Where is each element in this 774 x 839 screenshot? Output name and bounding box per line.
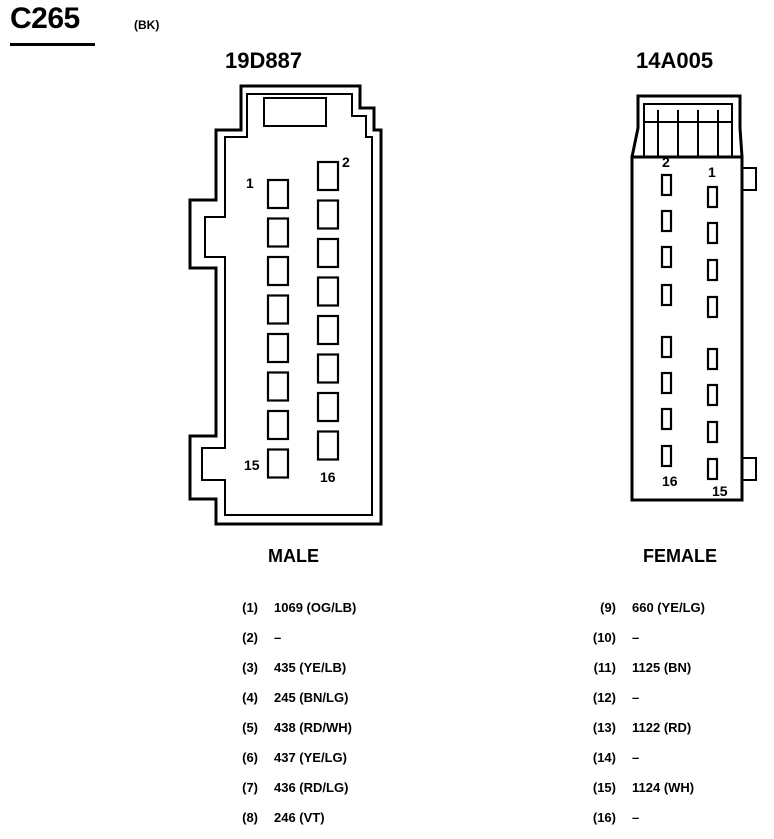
pin-number: (3) (242, 660, 258, 675)
pin-number: (12) (592, 690, 616, 705)
pin-circuit: 435 (YE/LB) (274, 660, 347, 675)
female-pin-cavity (706, 457, 719, 481)
pin-circuit: 438 (RD/WH) (274, 720, 353, 735)
female-pin-cavity (706, 295, 719, 319)
pin-circuit: 1125 (BN) (632, 660, 692, 675)
male-pin-cavity (266, 255, 290, 287)
male-part-number: 19D887 (225, 48, 303, 73)
pin-circuit: 660 (YE/LG) (632, 600, 705, 615)
female-pin-label-15: 15 (712, 483, 728, 499)
female-pin-label-2: 2 (662, 154, 670, 170)
female-pin-cavity (660, 444, 673, 468)
male-pin-cavity (316, 353, 340, 384)
male-pin-cavity (316, 391, 340, 423)
male-pin-cavity (316, 430, 340, 461)
pin-number: (7) (242, 780, 258, 795)
male-pin-cavity (316, 199, 340, 230)
pin-number: (2) (242, 630, 258, 645)
female-pin-label-1: 1 (708, 164, 716, 180)
pin-number: (14) (592, 750, 616, 765)
connector-color-code: (BK) (134, 18, 160, 32)
pin-number: (5) (242, 720, 258, 735)
female-pin-cavity (706, 221, 719, 245)
female-pin-cavity (660, 407, 673, 431)
pin-number: (13) (592, 720, 616, 735)
male-pin-cavity (266, 178, 290, 210)
pin-number: (9) (600, 600, 616, 615)
male-pin-cavity (266, 409, 290, 441)
pin-number: (4) (242, 690, 258, 705)
pinout-table-right: (9) 660 (YE/LG) (10) – (11) 1125 (BN) (12) – (13… (580, 600, 770, 832)
male-pin-cavity (266, 294, 290, 325)
female-pin-cavity (706, 383, 719, 407)
pin-circuit: 1069 (OG/LB) (274, 600, 357, 615)
female-pin-cavity (660, 371, 673, 395)
male-pin-label-1: 1 (246, 175, 254, 191)
female-pin-label-16: 16 (662, 473, 678, 489)
female-pin-cavity (706, 420, 719, 444)
male-label: MALE (268, 546, 319, 566)
pin-circuit: 1122 (RD) (632, 720, 692, 735)
female-pin-cavity (660, 209, 673, 233)
male-pin-cavity (316, 314, 340, 346)
female-pin-cavity (706, 347, 719, 371)
pin-circuit: – (632, 630, 640, 645)
female-pin-cavity (706, 185, 719, 209)
pin-circuit: 245 (BN/LG) (274, 690, 349, 705)
female-pin-cavity (660, 173, 673, 197)
pinout-table-left: (1) 1069 (OG/LB) (2) – (3) 435 (YE/LB) (4) 245 … (230, 600, 450, 832)
male-pin-cavity (266, 448, 290, 479)
pin-number: (6) (242, 750, 258, 765)
male-pin-cavity (266, 371, 290, 402)
pin-circuit: 246 (VT) (274, 810, 325, 825)
pin-number: (8) (242, 810, 258, 825)
male-pin-cavity (266, 332, 290, 364)
female-label: FEMALE (643, 546, 717, 566)
pin-number: (15) (592, 780, 616, 795)
pin-circuit: 436 (RD/LG) (274, 780, 349, 795)
pin-circuit: 437 (YE/LG) (274, 750, 347, 765)
pin-number: (10) (592, 630, 616, 645)
male-pin-label-16: 16 (320, 469, 336, 485)
title-underline (10, 43, 95, 46)
connector-id: C265 (10, 2, 80, 35)
female-pin-cavity (706, 258, 719, 282)
male-pin-cavity (316, 160, 340, 192)
male-pin-label-2: 2 (342, 154, 350, 170)
pin-circuit: 1124 (WH) (632, 780, 695, 795)
pin-number: (1) (242, 600, 258, 615)
female-pin-cavity (660, 283, 673, 307)
male-pin-label-15: 15 (244, 457, 260, 473)
pin-circuit: – (632, 690, 640, 705)
female-pin-cavity (660, 335, 673, 359)
pin-number: (16) (592, 810, 616, 825)
female-part-number: 14A005 (636, 48, 714, 73)
pin-number: (11) (593, 660, 616, 675)
male-pin-cavity (316, 237, 340, 269)
pin-circuit: – (632, 810, 640, 825)
pin-circuit: – (632, 750, 640, 765)
pin-circuit: – (274, 630, 282, 645)
male-pin-cavity (316, 276, 340, 307)
male-pin-cavity (266, 217, 290, 248)
female-pin-cavity (660, 245, 673, 269)
